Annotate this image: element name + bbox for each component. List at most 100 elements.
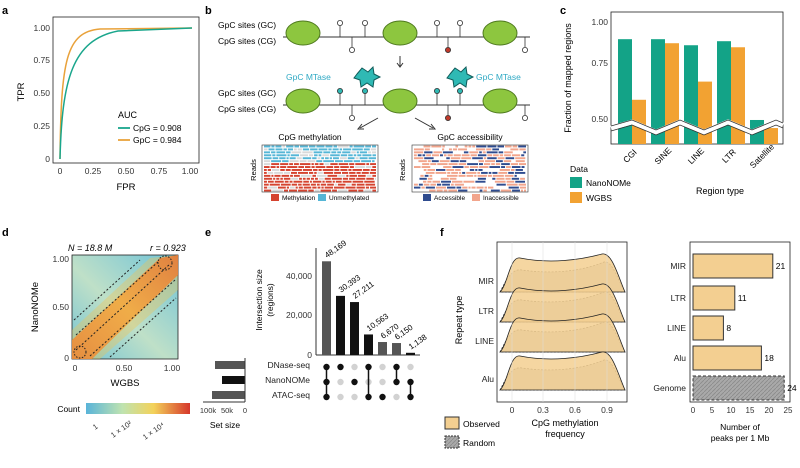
panel-b-letter: b bbox=[205, 5, 212, 17]
b-read-segment bbox=[358, 189, 364, 192]
b-read-segment bbox=[519, 186, 526, 189]
b-read-segment bbox=[353, 160, 361, 163]
b-read-segment bbox=[348, 154, 353, 157]
b-read-segment bbox=[322, 180, 325, 183]
b-read-segment bbox=[414, 154, 417, 157]
b-read-segment bbox=[495, 160, 503, 163]
f-ridge-label-mir: MIR bbox=[478, 276, 494, 286]
b-read-segment bbox=[421, 186, 425, 189]
b-read-segment bbox=[276, 166, 280, 168]
f-xlabel-line2: frequency bbox=[545, 429, 585, 439]
b-read-segment bbox=[347, 157, 355, 160]
b-read-segment bbox=[294, 163, 299, 166]
c-legend-wgbs-swatch bbox=[570, 192, 582, 203]
b-read-segment bbox=[332, 148, 339, 151]
b-methylation-label: Methylation bbox=[282, 195, 316, 202]
b-read-segment bbox=[463, 151, 469, 154]
b-read-segment bbox=[331, 151, 337, 154]
b-read-segment bbox=[340, 166, 349, 168]
f-ridge-observed-alu bbox=[499, 351, 626, 391]
b-read-segment bbox=[469, 151, 479, 154]
b-read-segment bbox=[346, 174, 349, 177]
b-read-segment bbox=[306, 177, 310, 180]
b-read-segment bbox=[332, 157, 339, 160]
b-read-segment bbox=[326, 166, 334, 168]
b-read-segment bbox=[433, 151, 442, 154]
b-read-segment bbox=[419, 177, 427, 180]
b-read-segment bbox=[286, 157, 289, 160]
c-legend-nanonome: NanoNOMe bbox=[586, 178, 631, 188]
b-read-segment bbox=[483, 169, 489, 171]
b-read-segment bbox=[425, 186, 435, 189]
d-ytick-100: 1.00 bbox=[52, 254, 69, 264]
b-read-segment bbox=[423, 145, 431, 148]
b-read-segment bbox=[349, 177, 356, 180]
b-read-segment bbox=[289, 189, 298, 192]
b-read-segment bbox=[325, 157, 329, 160]
e-matrix-dot bbox=[407, 363, 414, 371]
b-read-segment bbox=[324, 163, 330, 166]
b-read-segment bbox=[442, 183, 450, 186]
e-matrix-dot bbox=[379, 393, 386, 401]
roc-ytick-075: 0.75 bbox=[33, 55, 50, 65]
b-read-segment bbox=[501, 166, 506, 168]
b-read-segment bbox=[422, 154, 426, 157]
b-read-segment bbox=[348, 169, 352, 171]
roc-xtick-1: 1.00 bbox=[182, 166, 199, 176]
b-read-segment bbox=[365, 145, 372, 148]
f-xtick-0: 0 bbox=[510, 405, 515, 415]
b-read-segment bbox=[311, 166, 315, 168]
b-read-segment bbox=[372, 166, 376, 168]
b-read-segment bbox=[299, 177, 302, 180]
b-read-segment bbox=[342, 151, 351, 154]
b-read-segment bbox=[452, 166, 464, 168]
b-read-segment bbox=[319, 163, 324, 166]
b-read-segment bbox=[287, 166, 298, 168]
b-read-segment bbox=[316, 174, 327, 177]
b-read-segment bbox=[314, 154, 318, 157]
f-bar-label-ltr: LTR bbox=[671, 293, 686, 303]
b-read-segment bbox=[486, 148, 492, 151]
b-read-segment bbox=[273, 177, 276, 180]
f-bar-xtick: 10 bbox=[727, 406, 736, 415]
b-read-segment bbox=[271, 163, 280, 166]
b-read-segment bbox=[308, 145, 316, 148]
b-read-segment bbox=[425, 171, 435, 174]
b-read-segment bbox=[302, 169, 313, 171]
b-read-segment bbox=[314, 171, 317, 174]
b-read-segment bbox=[274, 174, 281, 177]
b-read-segment bbox=[274, 180, 284, 183]
b-read-segment bbox=[462, 171, 466, 174]
b-read-segment bbox=[270, 166, 276, 168]
b-read-segment bbox=[264, 154, 272, 157]
b-read-segment bbox=[477, 154, 487, 157]
b-read-segment bbox=[327, 174, 338, 177]
b-read-segment bbox=[512, 189, 520, 192]
b-read-segment bbox=[511, 154, 521, 157]
roc-plot-frame bbox=[52, 16, 200, 164]
e-set-dnase: DNase-seq bbox=[267, 360, 310, 370]
b-read-segment bbox=[461, 169, 469, 171]
b-read-segment bbox=[505, 157, 515, 160]
e-matrix-dot bbox=[379, 378, 386, 386]
b-read-segment bbox=[418, 183, 423, 186]
b-read-segment bbox=[283, 189, 289, 192]
b-read-segment bbox=[451, 180, 463, 183]
b-read-segment bbox=[338, 163, 349, 166]
b-read-segment bbox=[445, 148, 448, 151]
b-read-segment bbox=[362, 169, 370, 171]
b-read-segment bbox=[499, 148, 510, 151]
roc-ytick-025: 0.25 bbox=[33, 121, 50, 131]
b-read-segment bbox=[510, 148, 519, 151]
d-hotspot-low bbox=[73, 345, 87, 359]
b-read-segment bbox=[313, 151, 323, 154]
b-read-segment bbox=[364, 180, 375, 183]
b-read-segment bbox=[424, 148, 430, 151]
b-read-segment bbox=[323, 171, 334, 174]
b-read-segment bbox=[490, 189, 500, 192]
b-read-segment bbox=[515, 169, 523, 171]
b-read-segment bbox=[515, 160, 525, 163]
c-bar-satellite-wgbs bbox=[764, 128, 778, 144]
b-read-segment bbox=[356, 183, 365, 186]
roc-legend-gpc: GpC = 0.984 bbox=[133, 135, 182, 145]
